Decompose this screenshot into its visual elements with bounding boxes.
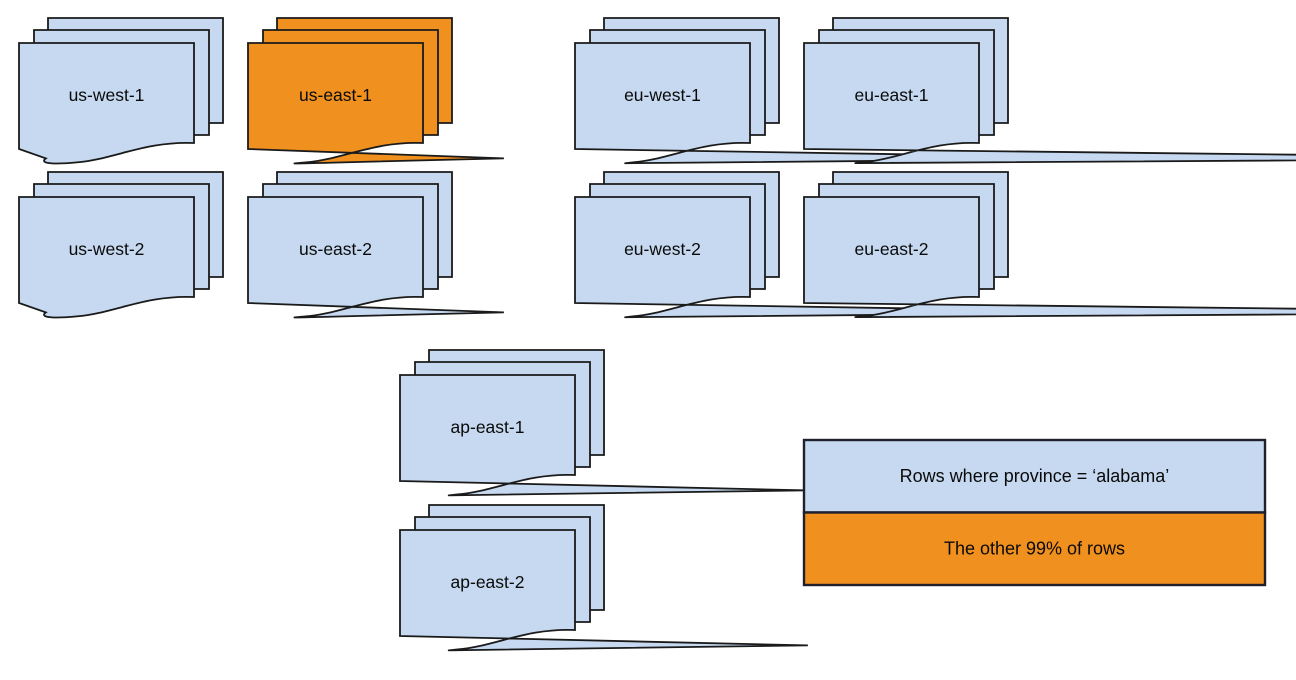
region-stacks-layer: us-west-1 us-west-2 us-east-1 us-east-2 eu-w… xyxy=(18,17,1296,652)
region-stack-eu-west-2[interactable]: eu-west-2 xyxy=(574,171,1158,319)
region-stack-label-us-east-2: us-east-2 xyxy=(299,239,372,259)
document-sheet-front-us-east-2 xyxy=(247,196,504,319)
region-stack-label-us-west-1: us-west-1 xyxy=(69,85,145,105)
region-stack-us-west-1[interactable]: us-west-1 xyxy=(18,17,224,165)
region-stack-us-west-2[interactable]: us-west-2 xyxy=(18,171,224,319)
legend-label-other-rows: The other 99% of rows xyxy=(944,539,1125,559)
region-stack-eu-east-1[interactable]: eu-east-1 xyxy=(803,17,1296,165)
document-sheet-front-eu-east-1 xyxy=(803,42,1296,165)
region-stack-label-us-west-2: us-west-2 xyxy=(69,239,145,259)
region-stack-label-ap-east-2: ap-east-2 xyxy=(451,572,525,592)
legend-entry-rows-alabama[interactable]: Rows where province = ‘alabama’ xyxy=(802,438,1267,514)
region-stack-label-eu-east-1: eu-east-1 xyxy=(855,85,929,105)
legend-swatch-other-rows xyxy=(802,511,1267,587)
legend-entry-other-rows[interactable]: The other 99% of rows xyxy=(802,511,1267,587)
document-sheet-front-us-west-2 xyxy=(18,196,195,319)
document-sheet-front-us-east-1 xyxy=(247,42,504,165)
region-stack-ap-east-1[interactable]: ap-east-1 xyxy=(399,349,808,497)
document-sheet-front-eu-east-2 xyxy=(803,196,1296,319)
document-sheet-front-us-west-1 xyxy=(18,42,195,165)
document-sheet-front-ap-east-2 xyxy=(399,529,808,652)
region-stack-label-eu-west-1: eu-west-1 xyxy=(624,85,701,105)
document-sheet-front-ap-east-1 xyxy=(399,374,808,497)
region-stack-label-us-east-1: us-east-1 xyxy=(299,85,372,105)
region-stack-label-ap-east-1: ap-east-1 xyxy=(451,417,525,437)
region-stack-us-east-2[interactable]: us-east-2 xyxy=(247,171,504,319)
region-stack-eu-east-2[interactable]: eu-east-2 xyxy=(803,171,1296,319)
region-stack-label-eu-east-2: eu-east-2 xyxy=(855,239,929,259)
region-stack-ap-east-2[interactable]: ap-east-2 xyxy=(399,504,808,652)
legend-label-rows-alabama: Rows where province = ‘alabama’ xyxy=(900,466,1170,486)
region-stack-us-east-1[interactable]: us-east-1 xyxy=(247,17,504,165)
region-stack-label-eu-west-2: eu-west-2 xyxy=(624,239,701,259)
region-stack-eu-west-1[interactable]: eu-west-1 xyxy=(574,17,1158,165)
legend-swatch-rows-alabama xyxy=(802,438,1267,514)
legend: Rows where province = ‘alabama’ The other… xyxy=(802,438,1267,587)
